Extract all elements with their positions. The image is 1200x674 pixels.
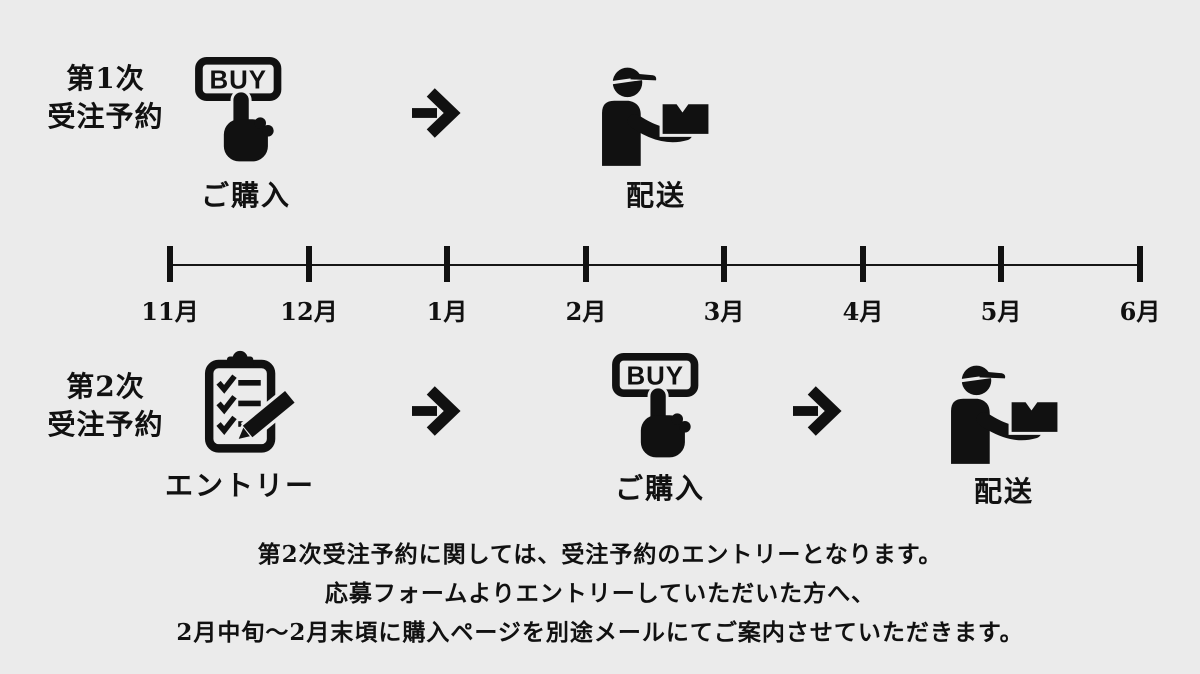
phase1-title-line2: 受注予約	[47, 100, 164, 133]
footnote-line-1: 第2次受注予約に関しては、受注予約のエントリーとなります。	[257, 541, 943, 568]
delivery-person-icon	[600, 63, 712, 167]
month-label-dec: 12月	[280, 297, 338, 326]
timeline-tick	[583, 246, 589, 282]
timeline-tick	[721, 246, 727, 282]
month-label-apr: 4月	[842, 297, 884, 326]
timeline-tick	[444, 246, 450, 282]
month-label-nov: 11月	[141, 297, 199, 326]
phase1-title: 第1次 受注予約	[28, 60, 183, 136]
delivery-person-icon	[949, 361, 1061, 465]
timeline-tick	[860, 246, 866, 282]
arrow-right-icon	[793, 384, 843, 438]
footnote: 第2次受注予約に関しては、受注予約のエントリーとなります。 応募フォームよりエン…	[0, 535, 1200, 652]
timeline-tick	[1137, 246, 1143, 282]
footnote-line-3: 2月中旬〜2月末頃に購入ページを別途メールにてご案内させていただきます。	[176, 619, 1024, 646]
month-label-may: 5月	[980, 297, 1022, 326]
phase2-purchase-label: ご購入	[614, 472, 705, 505]
footnote-line-2: 応募フォームよりエントリーしていただいた方へ、	[324, 580, 876, 607]
buy-button-icon	[195, 56, 291, 171]
timeline-tick	[998, 246, 1004, 282]
phase1-title-line1: 第1次	[66, 62, 145, 95]
arrow-right-icon	[412, 384, 462, 438]
arrow-right-icon	[412, 86, 462, 140]
month-label-jun: 6月	[1119, 297, 1161, 326]
month-label-jan: 1月	[426, 297, 468, 326]
buy-button-icon	[612, 352, 708, 467]
phase2-title: 第2次 受注予約	[28, 368, 183, 444]
phase1-purchase-label: ご購入	[200, 179, 291, 212]
phase2-title-line2: 受注予約	[47, 408, 164, 441]
timeline-tick	[167, 246, 173, 282]
timeline-tick	[306, 246, 312, 282]
month-label-mar: 3月	[703, 297, 745, 326]
phase1-delivery-label: 配送	[625, 179, 686, 212]
timeline-axis	[170, 264, 1140, 266]
month-label-feb: 2月	[565, 297, 607, 326]
phase2-title-line1: 第2次	[66, 370, 145, 403]
clipboard-checklist-icon	[202, 349, 297, 454]
phase2-entry-label: エントリー	[164, 469, 315, 502]
phase2-delivery-label: 配送	[973, 475, 1034, 508]
